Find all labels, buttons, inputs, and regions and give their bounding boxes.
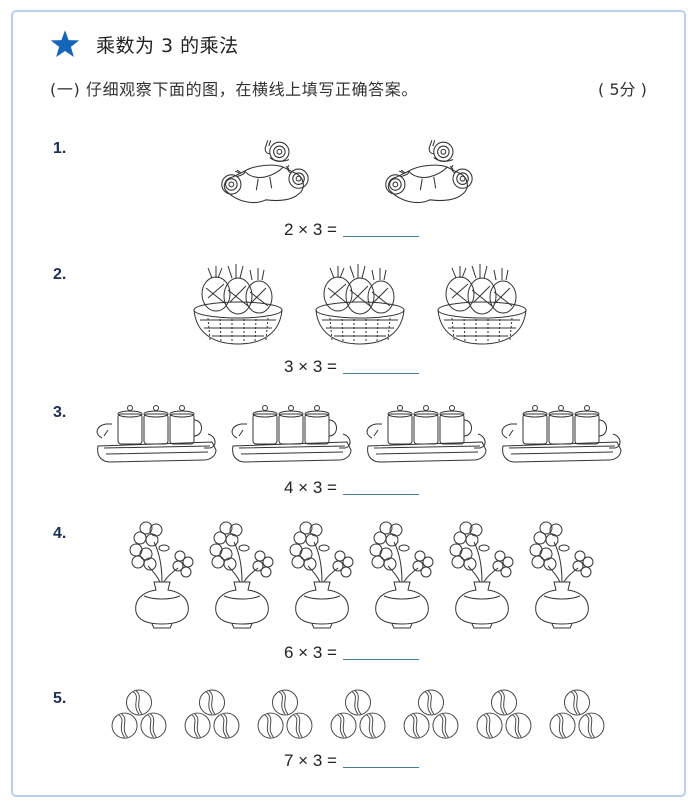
- pineapple-basket-2: [310, 262, 410, 352]
- score-label: ( 5分 ): [598, 80, 647, 99]
- flower-vase-6: [526, 520, 596, 630]
- ball-stack-2: [183, 689, 241, 741]
- equation-text: 3 × 3 =: [284, 357, 337, 376]
- pineapple-basket-1: [188, 262, 288, 352]
- worksheet-frame: [11, 10, 686, 797]
- equation-4: 6 × 3 =: [284, 643, 419, 663]
- answer-blank-2[interactable]: [342, 372, 419, 374]
- answer-blank-5[interactable]: [342, 766, 419, 768]
- equation-5: 7 × 3 =: [284, 751, 419, 771]
- flower-vase-4: [366, 520, 436, 630]
- instruction-text: (一) 仔细观察下面的图，在横线上填写正确答案。: [50, 80, 418, 99]
- flower-vase-5: [446, 520, 516, 630]
- flower-vase-1: [126, 520, 196, 630]
- ball-stack-1: [110, 689, 168, 741]
- question-number-2: 2.: [53, 266, 67, 283]
- section-title: 乘数为 3 的乘法: [96, 34, 239, 57]
- section-header: 乘数为 3 的乘法: [50, 28, 239, 60]
- pineapple-basket-3: [432, 262, 532, 352]
- flower-vase-3: [286, 520, 356, 630]
- star-icon: [50, 30, 80, 57]
- cups-tray-3: [362, 402, 492, 466]
- question-number-4: 4.: [53, 525, 67, 542]
- equation-1: 2 × 3 =: [284, 220, 419, 240]
- equation-text: 6 × 3 =: [284, 643, 337, 662]
- cups-tray-4: [497, 402, 627, 466]
- answer-blank-3[interactable]: [342, 493, 419, 495]
- ball-stack-3: [256, 689, 314, 741]
- answer-blank-4[interactable]: [342, 658, 419, 660]
- ball-stack-6: [475, 689, 533, 741]
- equation-3: 4 × 3 =: [284, 478, 419, 498]
- question-number-5: 5.: [53, 690, 67, 707]
- flower-vase-2: [206, 520, 276, 630]
- snails-picture-2: [380, 132, 476, 210]
- ball-stack-5: [402, 689, 460, 741]
- equation-text: 2 × 3 =: [284, 220, 337, 239]
- question-number-1: 1.: [53, 140, 67, 157]
- equation-2: 3 × 3 =: [284, 357, 419, 377]
- equation-text: 4 × 3 =: [284, 478, 337, 497]
- equation-text: 7 × 3 =: [284, 751, 337, 770]
- question-number-3: 3.: [53, 404, 67, 421]
- cups-tray-1: [92, 402, 222, 466]
- snails-picture-1: [216, 132, 312, 210]
- cups-tray-2: [227, 402, 357, 466]
- answer-blank-1[interactable]: [342, 235, 419, 237]
- ball-stack-7: [548, 689, 606, 741]
- ball-stack-4: [329, 689, 387, 741]
